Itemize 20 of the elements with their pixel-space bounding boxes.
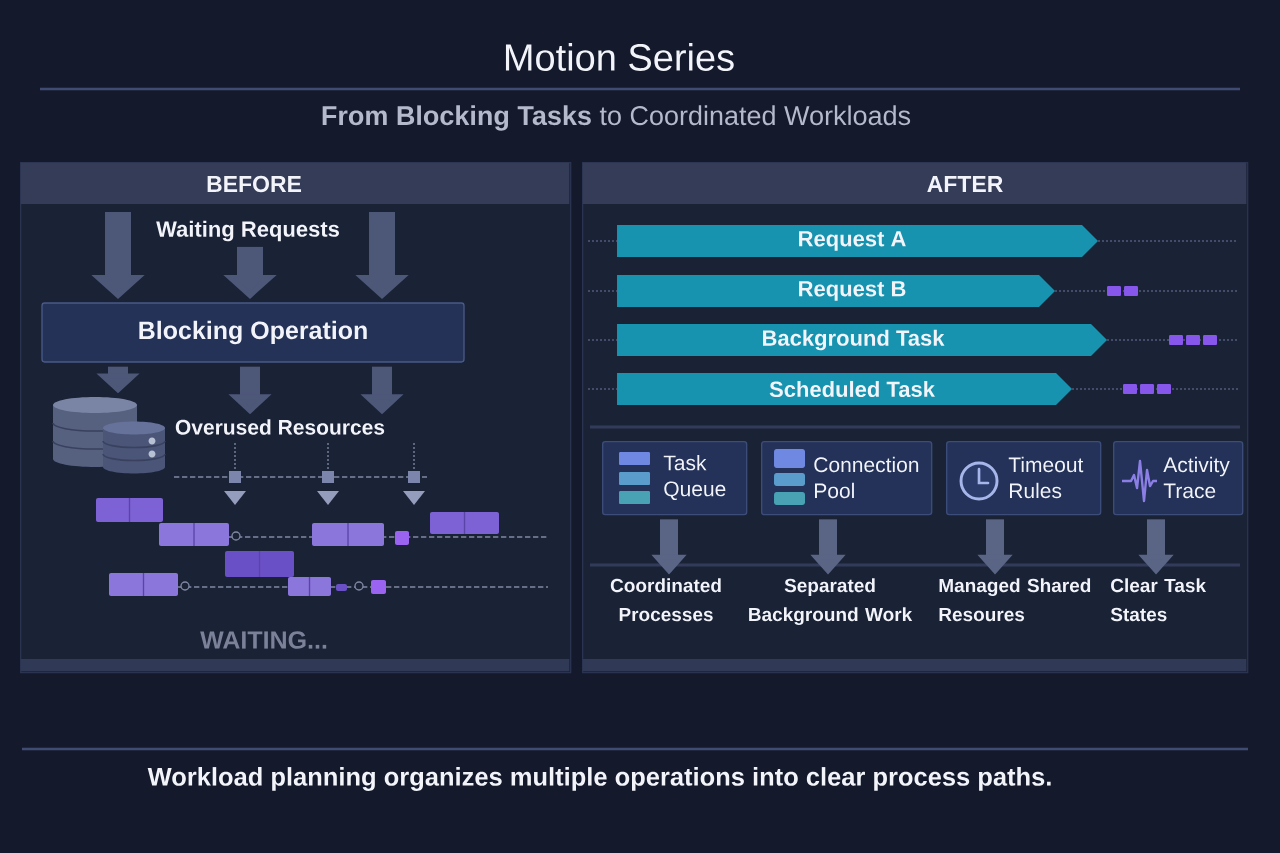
label: Clear Task States xyxy=(1110,578,1207,622)
caption: Workload planning organizes multiple operations into clear process paths. xyxy=(147,767,1051,791)
tool-card: Activity Trace xyxy=(1113,441,1244,516)
tool-card: Timeout Rules xyxy=(946,441,1102,516)
panel-header: AFTER xyxy=(582,162,1247,204)
arrow-banner: Background Task xyxy=(617,324,1107,356)
label: Overused Resources xyxy=(175,419,385,435)
panel-header: BEFORE xyxy=(20,162,570,204)
label: Coordinated Processes xyxy=(610,578,721,622)
label: Managed Shared Resoures xyxy=(939,578,1091,622)
arrow-banner: Request A xyxy=(617,225,1098,257)
arrow-banner: Request B xyxy=(617,275,1055,307)
arrow-banner: Scheduled Task xyxy=(617,373,1072,405)
title: Motion Series xyxy=(505,43,734,71)
status-text: WAITING... xyxy=(200,631,327,649)
process-box: Blocking Operation xyxy=(41,302,465,363)
database-icon xyxy=(52,397,166,474)
label: Separated Background Work xyxy=(749,578,913,626)
label: Waiting Requests xyxy=(156,220,339,242)
subtitle: From Blocking Tasks to Coordinated Workloads xyxy=(322,105,911,131)
